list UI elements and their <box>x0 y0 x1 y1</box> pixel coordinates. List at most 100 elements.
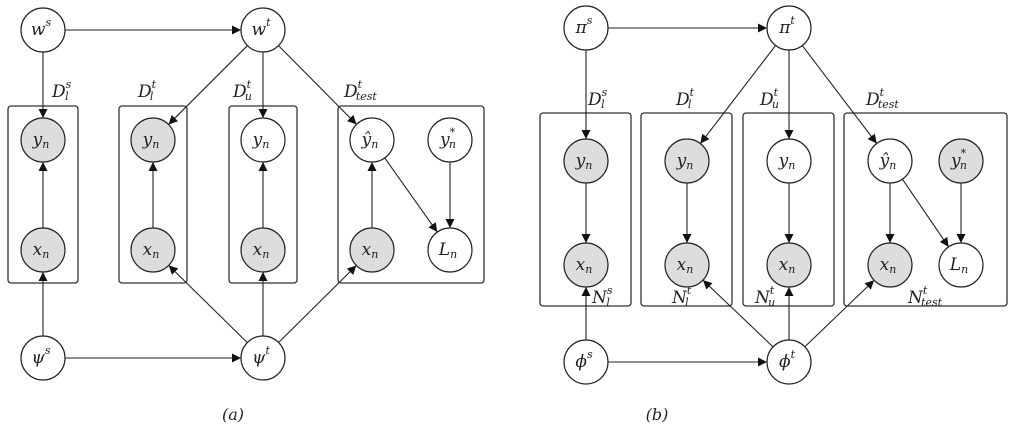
observed-node-circle <box>349 227 395 273</box>
plate-box <box>843 112 1008 307</box>
latent-node-circle <box>867 138 913 184</box>
node-label: yn <box>142 130 160 152</box>
observed-node-circle <box>20 227 66 273</box>
latent-node-circle <box>240 7 286 53</box>
edge-yhat4-to-L4 <box>901 178 950 248</box>
node-ws: ws <box>20 7 66 53</box>
caption-b: (b) <box>646 405 669 424</box>
edge-phit-to-x4 <box>804 279 875 348</box>
caption-a: (a) <box>222 405 244 424</box>
node-y1: yn <box>563 138 609 184</box>
node-label: y*n <box>950 147 967 172</box>
node-y3: yn <box>766 138 812 184</box>
node-psit: ψt <box>240 335 286 381</box>
observed-node-circle <box>938 138 984 184</box>
edges <box>38 25 455 363</box>
plate-box <box>337 105 485 284</box>
node-label: ϕt <box>779 348 796 372</box>
observed-node-circle <box>130 227 176 273</box>
node-y2: yn <box>130 117 176 163</box>
node-x2: xn <box>130 227 176 273</box>
node-label: Ln <box>949 255 968 277</box>
latent-node-circle <box>766 339 812 385</box>
edge-phit-to-x2 <box>702 279 774 348</box>
node-label: xn <box>33 240 50 262</box>
observed-node-circle <box>867 242 913 288</box>
node-wt: wt <box>240 7 286 53</box>
latent-node-circle <box>563 5 609 51</box>
node-label: xn <box>880 255 897 277</box>
node-label: xn <box>677 255 694 277</box>
node-label: yn <box>676 151 694 173</box>
node-ystar4: y*n <box>427 117 473 163</box>
observed-node-circle <box>240 227 286 273</box>
node-L4: Ln <box>427 227 473 273</box>
node-label: πs <box>575 14 593 38</box>
latent-node-circle <box>938 242 984 288</box>
observed-node-circle <box>766 242 812 288</box>
node-label: xn <box>779 255 796 277</box>
node-y2: yn <box>664 138 710 184</box>
node-x4: xn <box>867 242 913 288</box>
node-x1: xn <box>563 242 609 288</box>
node-y1: yn <box>20 117 66 163</box>
observed-node-circle <box>664 138 710 184</box>
latent-node-circle <box>563 339 609 385</box>
plate-box <box>118 105 188 284</box>
node-label: y*n <box>439 126 456 151</box>
node-yhat4: ŷn <box>349 117 395 163</box>
node-L4: Ln <box>938 242 984 288</box>
node-yhat4: ŷn <box>867 138 913 184</box>
node-label: xn <box>576 255 593 277</box>
latent-node-circle <box>20 335 66 381</box>
latent-node-circle <box>349 117 395 163</box>
node-label: ŷn <box>879 151 897 173</box>
edge-pit-to-yhat4 <box>801 45 878 144</box>
latent-node-circle <box>20 7 66 53</box>
node-phit: ϕt <box>766 339 812 385</box>
observed-node-circle <box>130 117 176 163</box>
node-x4: xn <box>349 227 395 273</box>
edge-pit-to-y2 <box>699 45 777 144</box>
node-phis: ϕs <box>563 339 609 385</box>
observed-node-circle <box>563 138 609 184</box>
edge-wt-to-y2 <box>168 45 248 125</box>
node-pis: πs <box>563 5 609 51</box>
node-x2: xn <box>664 242 710 288</box>
node-x3: xn <box>240 227 286 273</box>
latent-node-circle <box>240 335 286 381</box>
node-label: yn <box>575 151 593 173</box>
node-y3: yn <box>240 117 286 163</box>
node-label: πt <box>778 14 795 38</box>
node-label: xn <box>143 240 160 262</box>
node-label: xn <box>362 240 379 262</box>
latent-node-circle <box>427 117 473 163</box>
node-label: wt <box>252 16 272 40</box>
edges <box>581 23 966 367</box>
latent-node-circle <box>427 227 473 273</box>
node-label: yn <box>778 151 796 173</box>
node-ystar4: y*n <box>938 138 984 184</box>
latent-node-circle <box>766 138 812 184</box>
observed-node-circle <box>563 242 609 288</box>
node-label: ϕs <box>575 348 593 372</box>
edge-wt-to-yhat4 <box>278 45 357 125</box>
edge-yhat4-to-L4 <box>384 157 438 233</box>
observed-node-circle <box>664 242 710 288</box>
latent-node-circle <box>766 5 812 51</box>
